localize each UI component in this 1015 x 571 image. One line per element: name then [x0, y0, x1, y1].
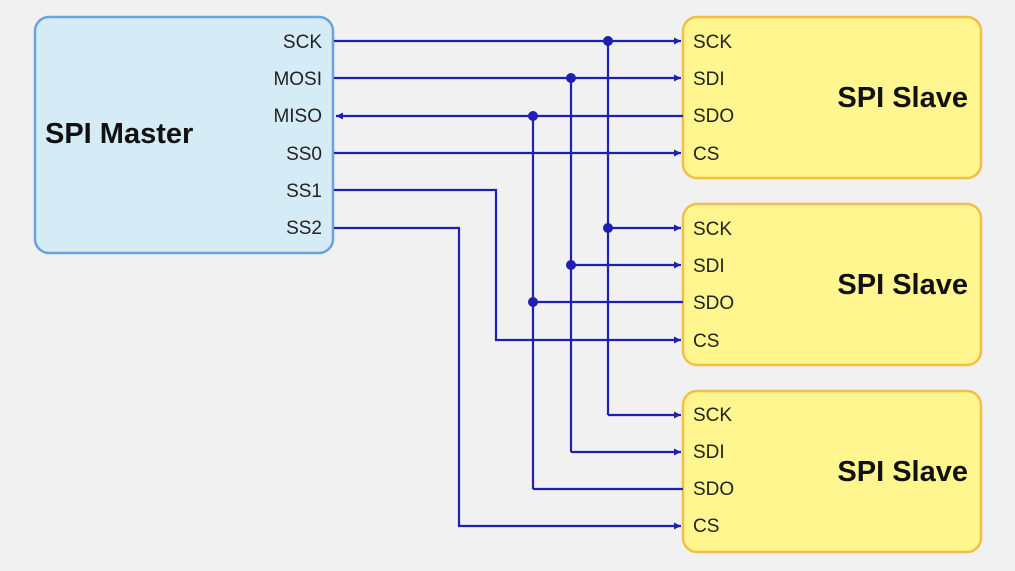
spi-master-box [33, 15, 335, 255]
sck-junction-1 [603, 36, 613, 46]
mosi-junction-2 [566, 260, 576, 270]
slave1-pin-sdo: SDO [693, 106, 734, 127]
slave2-pin-cs: CS [693, 331, 719, 352]
sck-junction-2 [603, 223, 613, 233]
master-pin-sck: SCK [283, 32, 322, 53]
spi-slave-box-2 [681, 202, 983, 367]
miso-junction-2 [528, 297, 538, 307]
slave3-pin-sdi: SDI [693, 442, 725, 463]
spi-slave-title-1: SPI Slave [837, 82, 968, 114]
spi-slave-box-1 [681, 15, 983, 180]
master-pin-ss0: SS0 [286, 144, 322, 165]
slave3-pin-sdo: SDO [693, 479, 734, 500]
spi-slave-block-1: SPI Slave SCK SDI SDO CS [681, 15, 983, 180]
ss1-wire-to-slave2-cs [334, 188, 681, 344]
ss2-wire-to-slave3-cs [334, 226, 681, 530]
slave1-pin-cs: CS [693, 144, 719, 165]
master-pin-mosi: MOSI [273, 69, 322, 90]
slave3-pin-sck: SCK [693, 405, 732, 426]
spi-slave-title-3: SPI Slave [837, 456, 968, 488]
spi-slave-title-2: SPI Slave [837, 269, 968, 301]
slave1-pin-sck: SCK [693, 32, 732, 53]
slave2-pin-sdi: SDI [693, 256, 725, 277]
spi-slave-box-3 [681, 389, 983, 554]
spi-slave-block-3: SPI Slave SCK SDI SDO CS [681, 389, 983, 554]
miso-junction-1 [528, 111, 538, 121]
wires [334, 36, 683, 530]
spi-master-block: SPI Master SCK MOSI MISO SS0 SS1 SS2 [33, 15, 335, 255]
slave1-pin-sdi: SDI [693, 69, 725, 90]
master-pin-ss2: SS2 [286, 218, 322, 239]
spi-slave-block-2: SPI Slave SCK SDI SDO CS [681, 202, 983, 367]
master-pin-ss1: SS1 [286, 181, 322, 202]
slave2-pin-sdo: SDO [693, 293, 734, 314]
mosi-junction-1 [566, 73, 576, 83]
spi-master-title: SPI Master [45, 118, 193, 150]
slave2-pin-sck: SCK [693, 219, 732, 240]
slave3-pin-cs: CS [693, 516, 719, 537]
master-pin-miso: MISO [273, 106, 322, 127]
